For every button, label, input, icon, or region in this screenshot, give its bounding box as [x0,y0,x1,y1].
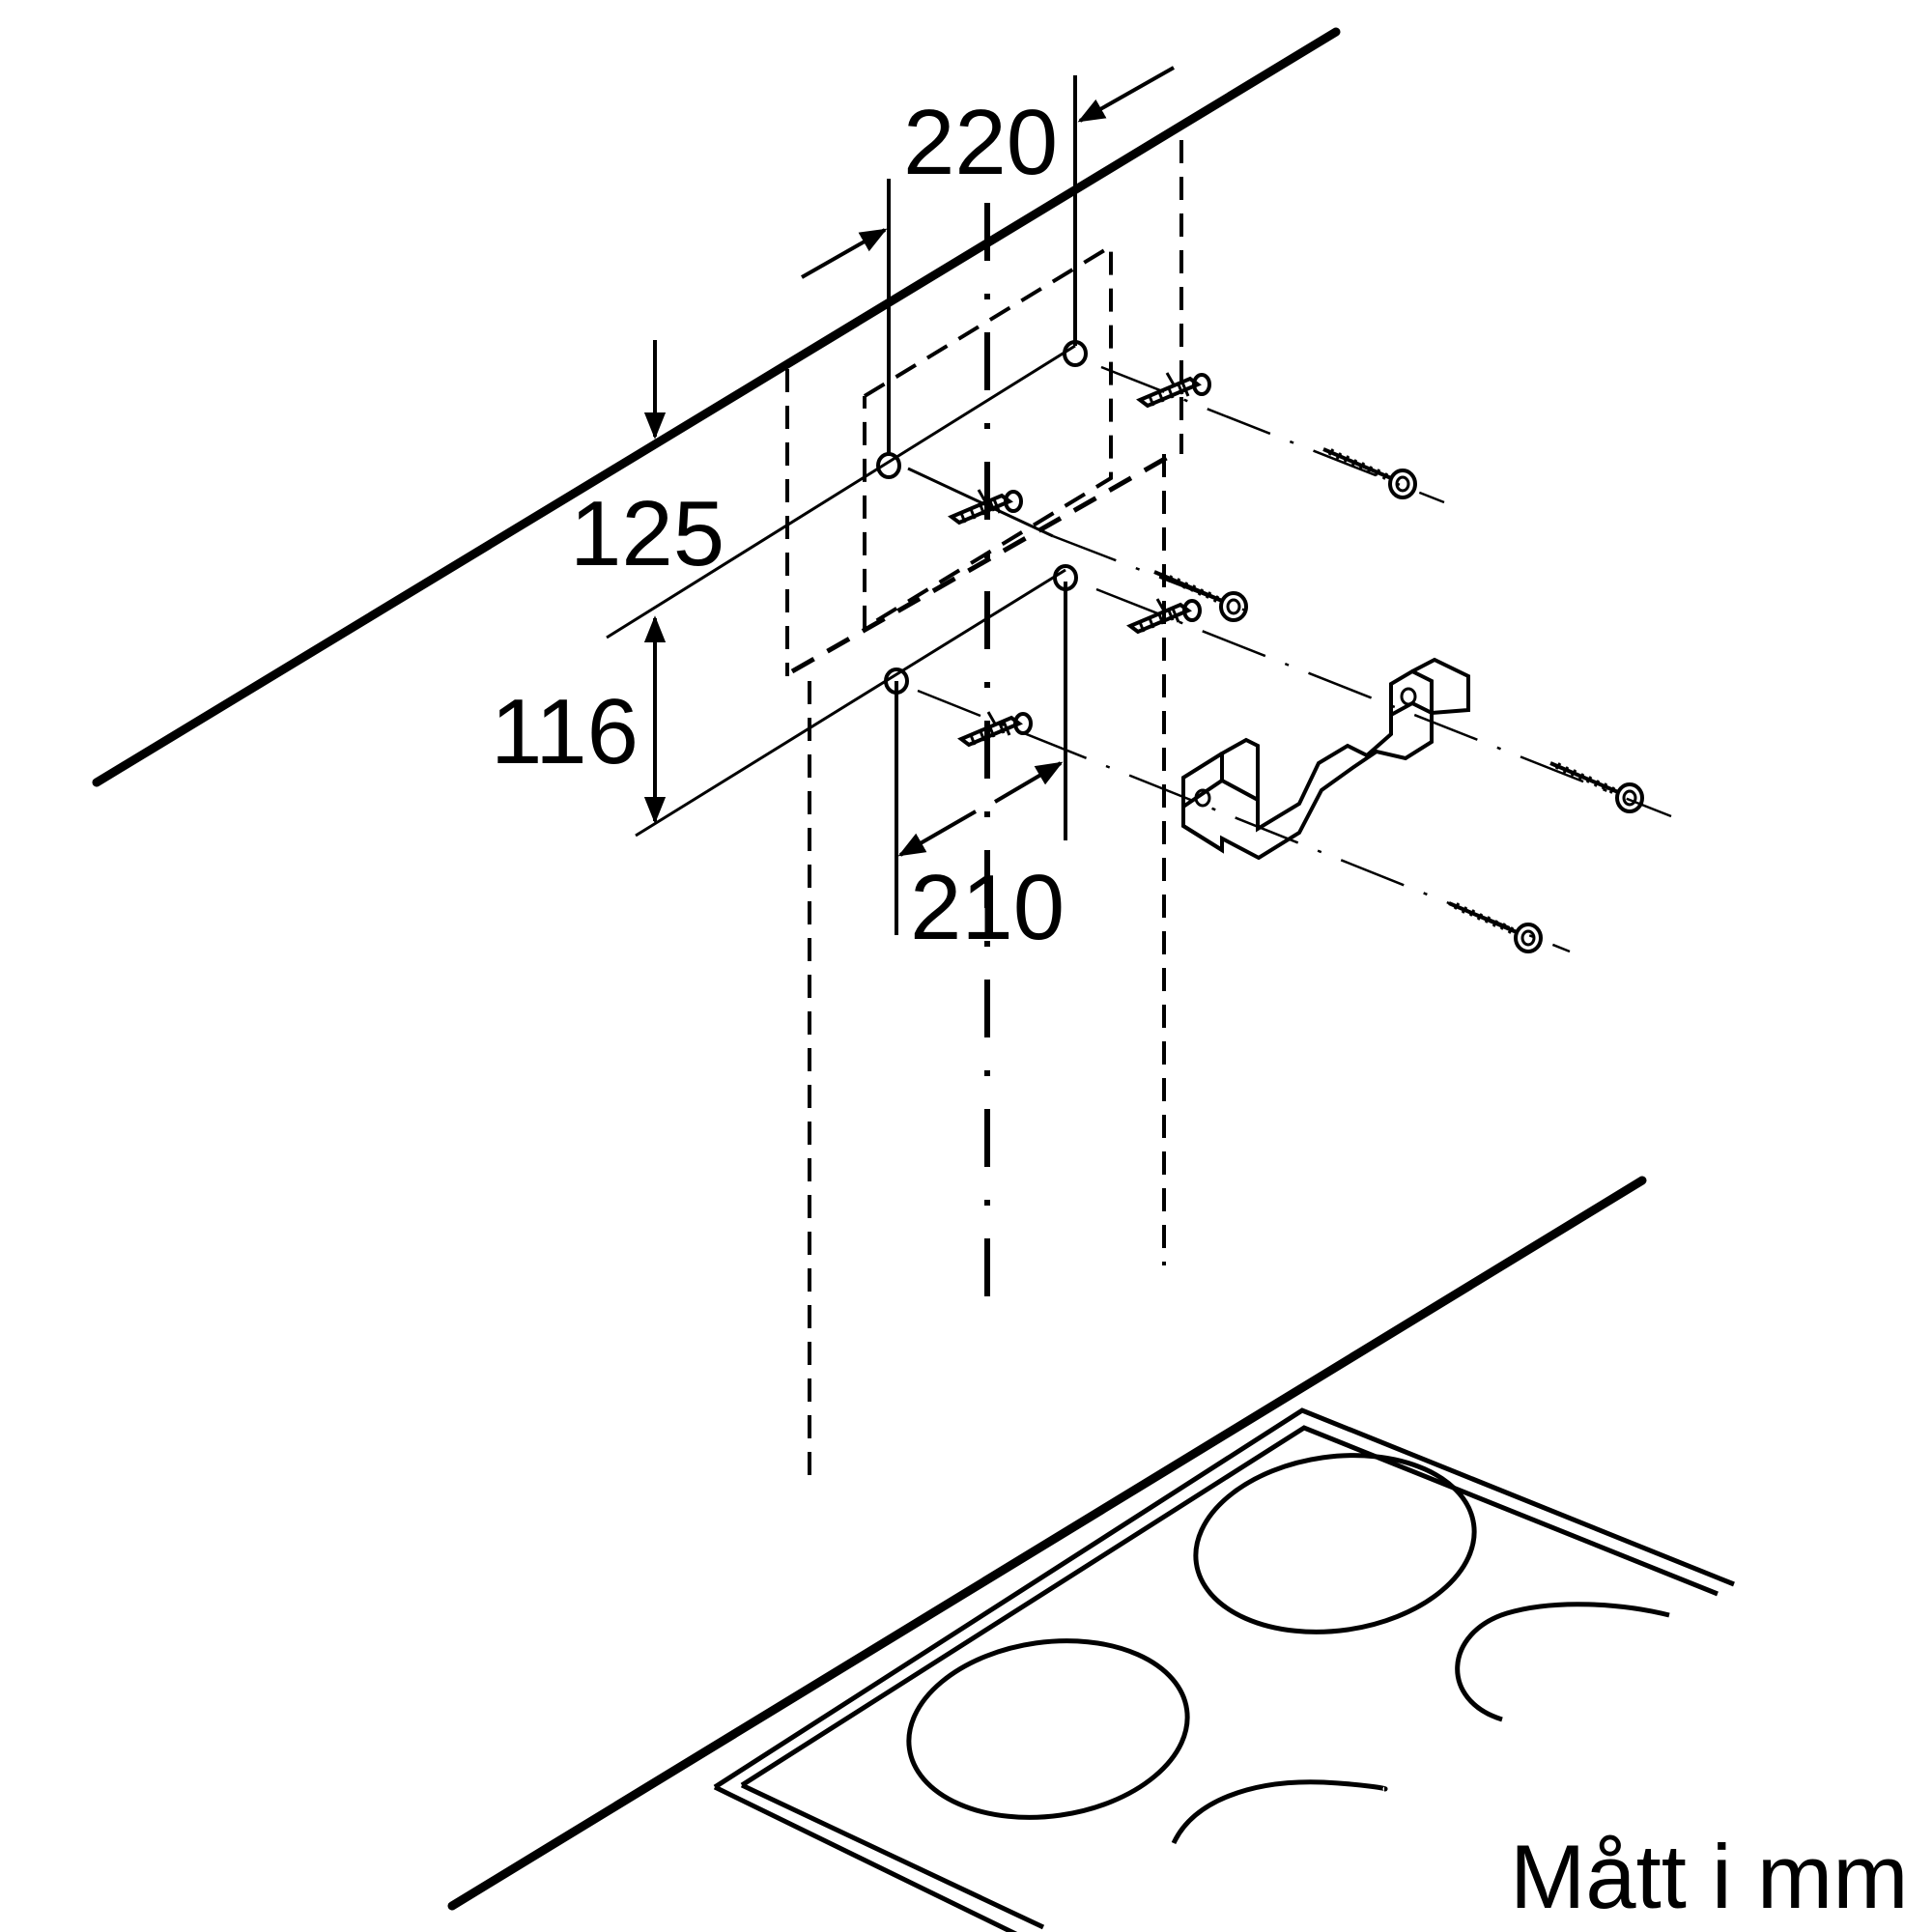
dimension-label-210: 210 [910,856,1065,959]
screw [1447,901,1543,953]
drill-hole [884,668,909,695]
cooking-zone [1455,1602,1670,1722]
cooking-zone [1193,1453,1477,1634]
extension-lines [606,75,1077,935]
unit-note: Mått i mm [1510,1826,1909,1927]
worktop-line [447,1176,1647,1911]
cooktop-icon [713,1407,1735,1932]
hood-outline [785,140,1183,1478]
dimension-label-116: 116 [491,680,639,783]
mounting-bracket-icon [1181,657,1470,861]
dimension-label-220: 220 [903,91,1058,194]
drill-holes [876,340,1088,695]
screw [1548,761,1644,813]
wall-plug [1138,371,1211,408]
cooking-zone [906,1638,1190,1820]
drill-hole [1063,340,1088,367]
drill-hole [1053,564,1078,591]
screws [1152,447,1644,953]
dimension-arrows [643,66,1175,857]
drill-hole [876,452,901,479]
dimension-label-125: 125 [570,482,724,585]
wall-plug [959,710,1033,747]
ceiling-line [92,27,1341,787]
cooking-zone [1171,1779,1388,1845]
